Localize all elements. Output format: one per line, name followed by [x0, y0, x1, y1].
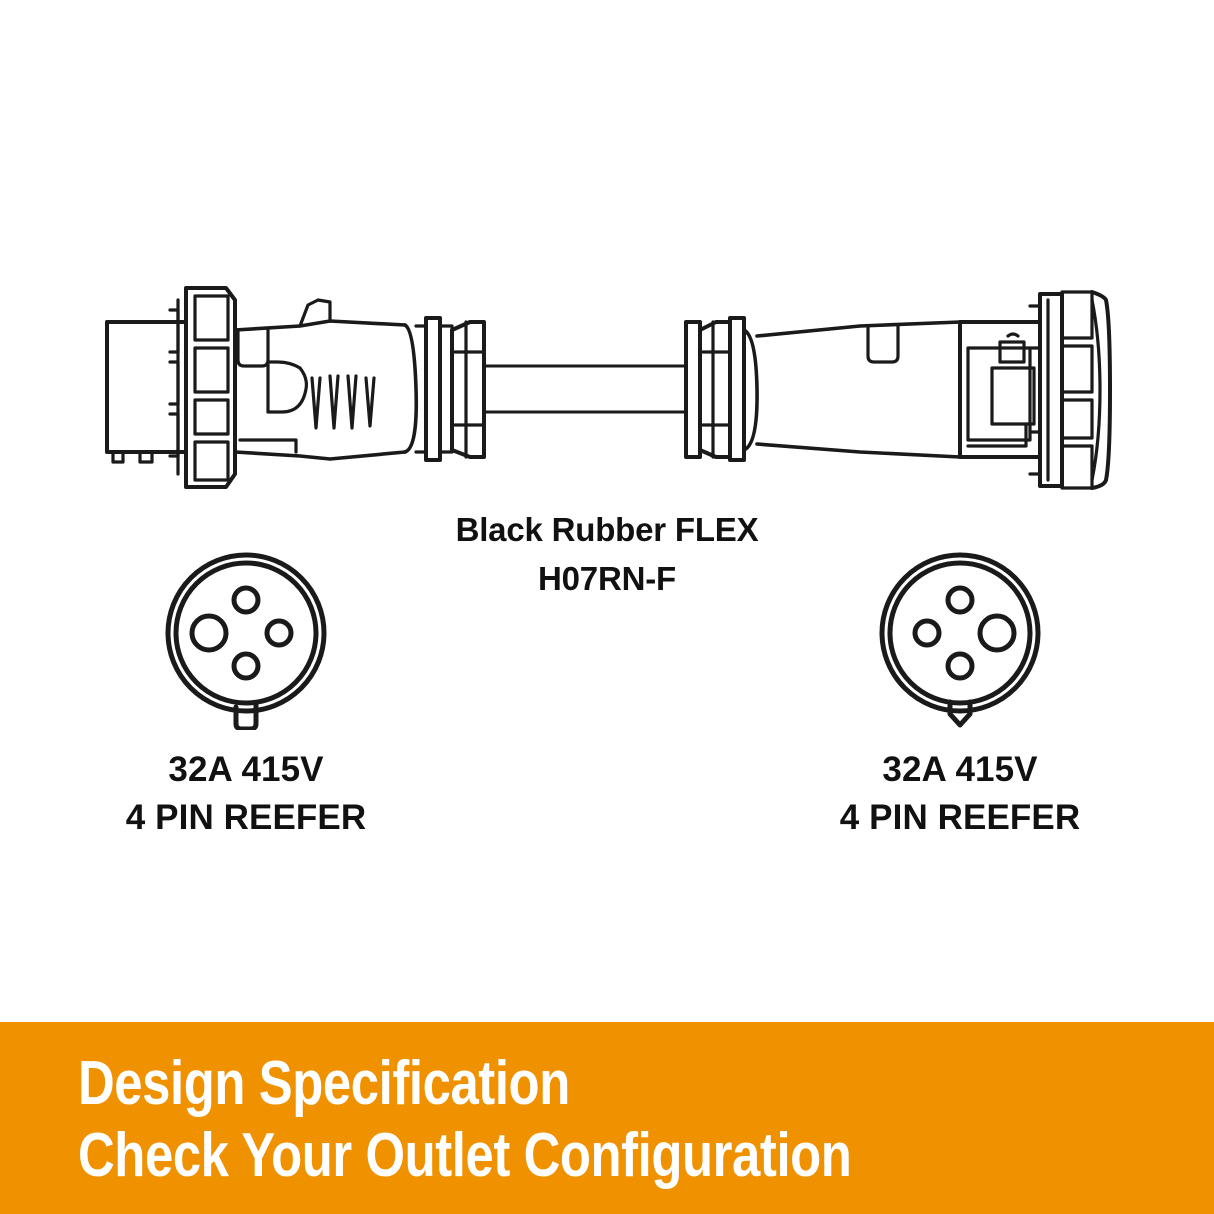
pinout-right-spec-line-2: 4 PIN REEFER	[839, 798, 1081, 837]
plug-pinout-4pin-icon	[165, 552, 327, 730]
pinout-right-spec-line-1: 32A 415V	[882, 750, 1038, 789]
socket-pinout-4pin-icon	[879, 552, 1041, 728]
pinout-left-plug: 32A 415V 4 PIN REEFER	[76, 548, 416, 842]
footer-headline: Design Specification	[78, 1049, 570, 1118]
pinout-left-label: 32A 415V 4 PIN REEFER	[76, 746, 416, 842]
cable-type-line-2: H07RN-F	[538, 560, 676, 597]
pinout-left-spec-line-2: 4 PIN REEFER	[125, 798, 367, 837]
footer-subheadline: Check Your Outlet Configuration	[78, 1121, 852, 1190]
cable-type-caption: Black Rubber FLEX H07RN-F	[0, 505, 1214, 603]
cable-type-line-1: Black Rubber FLEX	[455, 511, 759, 548]
pinout-right-label: 32A 415V 4 PIN REEFER	[790, 746, 1130, 842]
footer-banner: Design Specification Check Your Outlet C…	[0, 1022, 1214, 1214]
pinout-left-spec-line-1: 32A 415V	[168, 750, 324, 789]
cable-assembly-icon	[105, 286, 1112, 490]
pinout-right-socket: 32A 415V 4 PIN REEFER	[790, 548, 1130, 842]
